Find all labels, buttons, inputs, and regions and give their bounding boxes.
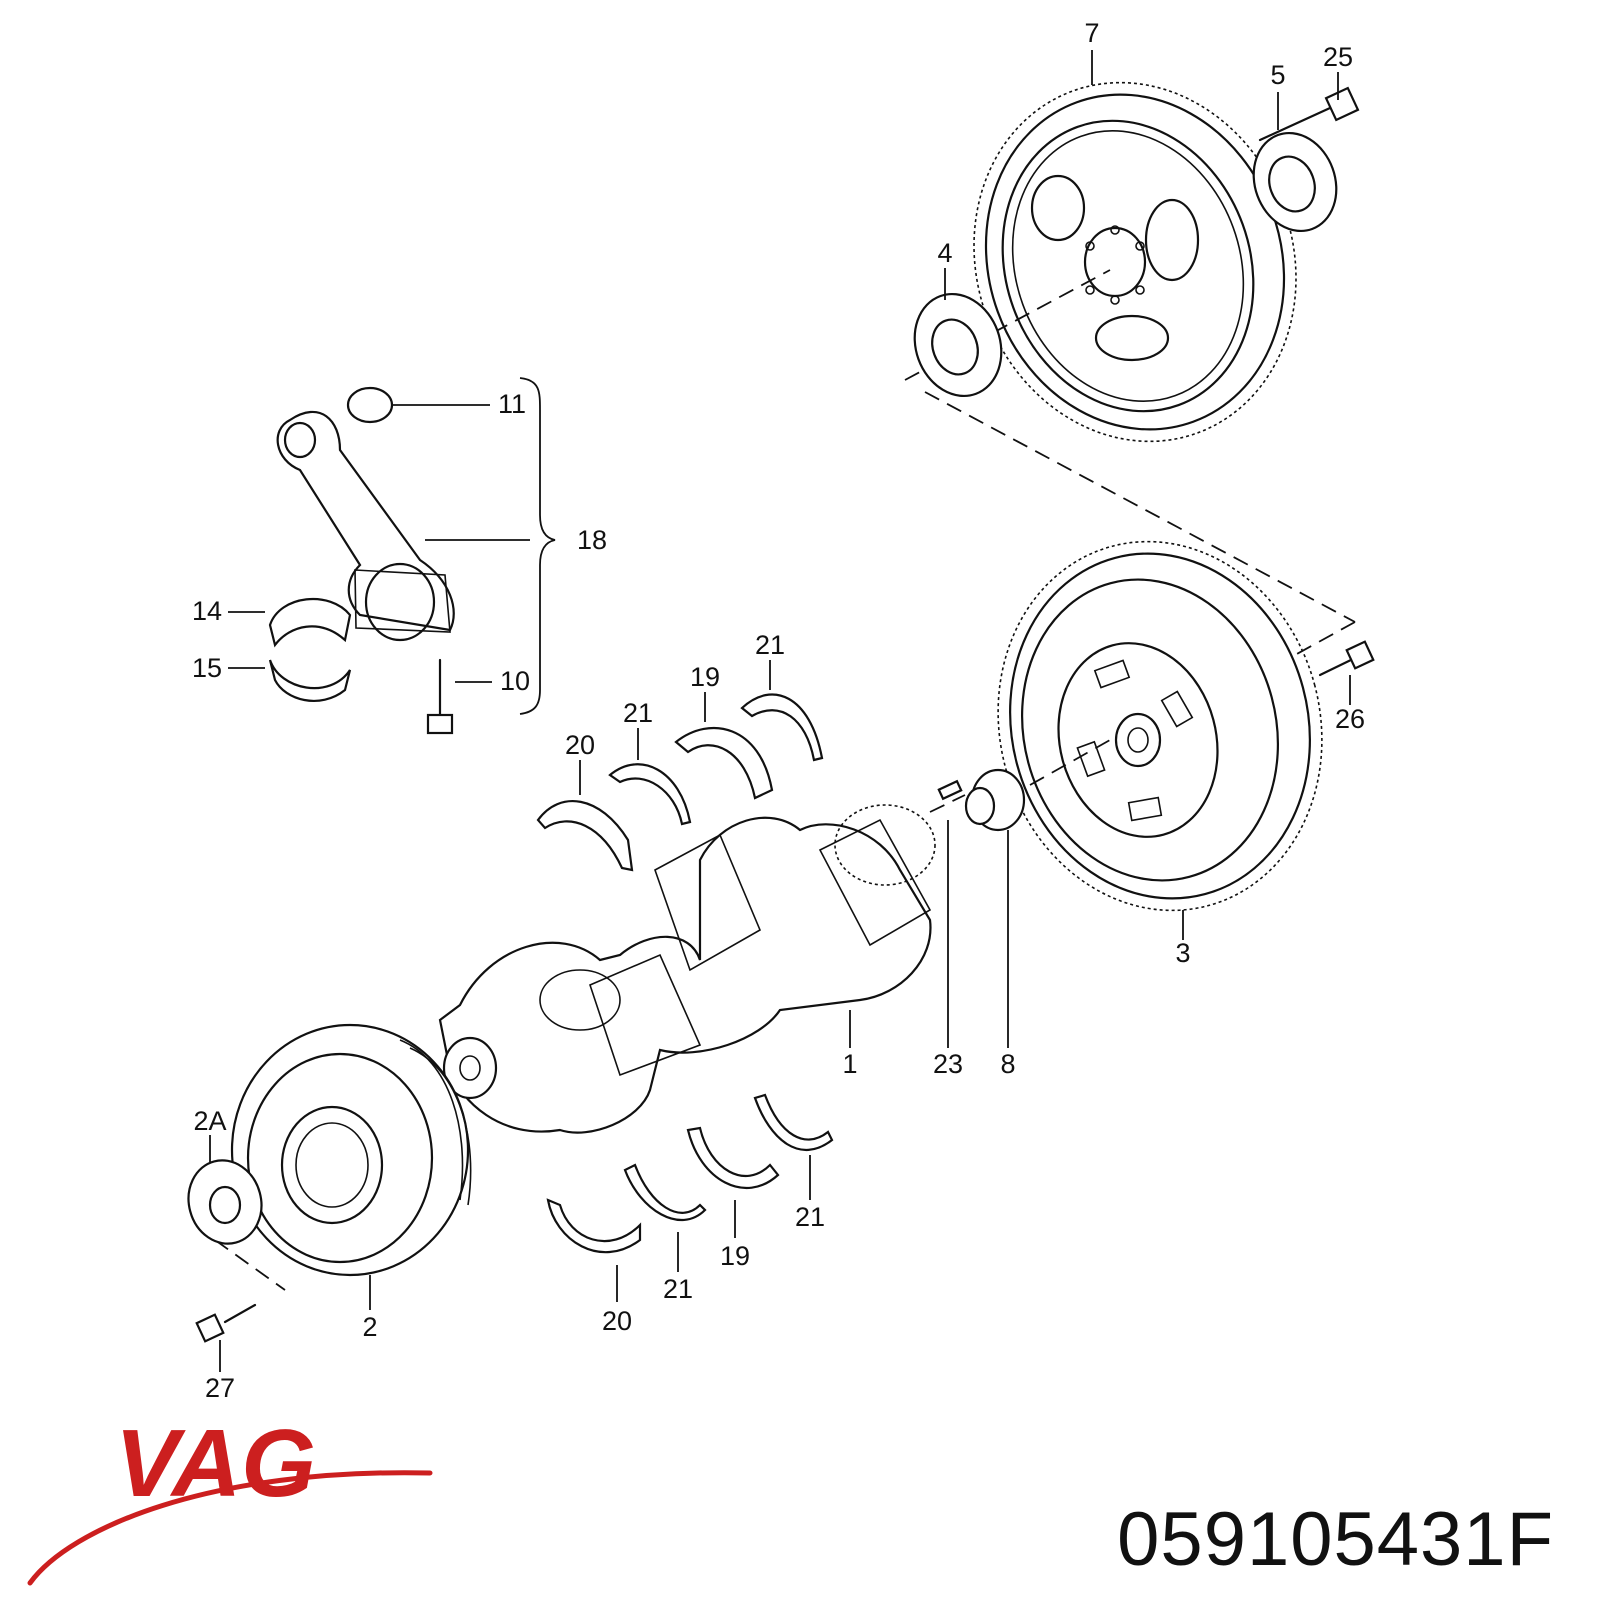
callout-15: 15 (192, 653, 222, 683)
spacer-washer-part-5 (1252, 131, 1338, 233)
callout-2a: 2A (193, 1106, 226, 1136)
callout-4: 4 (937, 238, 952, 268)
main-bearing-shells-upper (536, 693, 824, 872)
callout-3: 3 (1175, 938, 1190, 968)
dual-mass-flywheel-part-3 (997, 540, 1323, 912)
callout-20-top: 20 (565, 730, 595, 760)
spacer-washer-part-4 (913, 292, 1003, 398)
callout-21-top-left: 21 (623, 698, 653, 728)
bolt-part-26 (1318, 640, 1375, 677)
rod-bearing-shells-part-14-15 (268, 597, 352, 702)
callout-27: 27 (205, 1373, 235, 1403)
callout-20-bottom: 20 (602, 1306, 632, 1336)
washer-part-2a (187, 1159, 263, 1245)
callout-18: 18 (577, 525, 607, 555)
callout-21-bottom-left: 21 (663, 1274, 693, 1304)
main-bearing-shells-lower (546, 1093, 834, 1254)
dowel-pin-part-23 (937, 779, 963, 801)
callout-11: 11 (498, 389, 526, 419)
flex-plate-part-7 (973, 81, 1297, 443)
callout-2: 2 (362, 1312, 377, 1342)
callout-25: 25 (1323, 42, 1353, 72)
part-number: 059105431F (1117, 1497, 1554, 1582)
callout-21-bottom-right: 21 (795, 1202, 825, 1232)
connecting-rod-part-18 (276, 386, 455, 642)
callout-8: 8 (1000, 1049, 1015, 1079)
vag-logo: VAG (27, 1418, 433, 1586)
bolt-part-25 (1258, 86, 1360, 142)
pulley-bolt-part-27 (195, 1303, 257, 1343)
rod-bolt-part-10 (426, 658, 454, 735)
callout-19-bottom: 19 (720, 1241, 750, 1271)
callout-1: 1 (842, 1049, 857, 1079)
needle-bearing-part-8 (964, 768, 1026, 832)
vag-logo-text: VAG (115, 1418, 316, 1517)
callout-19-top: 19 (690, 662, 720, 692)
vibration-damper-pulley-part-2 (230, 1023, 472, 1277)
callout-14: 14 (192, 596, 222, 626)
callout-10: 10 (500, 666, 530, 696)
callout-7: 7 (1084, 18, 1099, 48)
callout-5: 5 (1270, 60, 1285, 90)
callout-26: 26 (1335, 704, 1365, 734)
callout-21-top-right: 21 (755, 630, 785, 660)
crankshaft-part-1 (438, 804, 936, 1134)
callout-23: 23 (933, 1049, 963, 1079)
